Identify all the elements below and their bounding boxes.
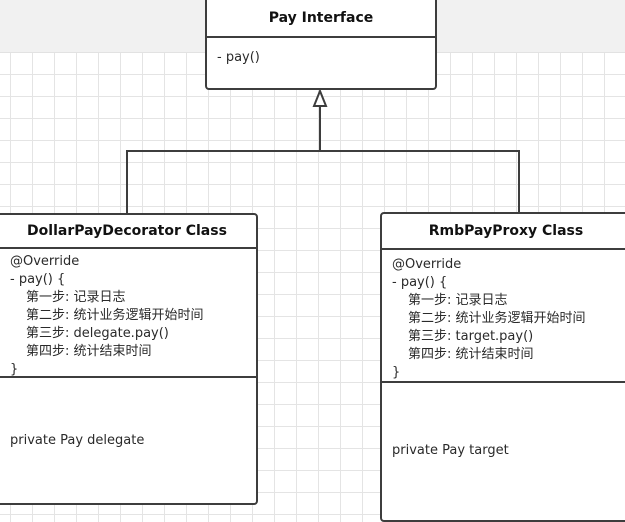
step-line: 第四步: 统计结束时间 [408, 347, 534, 362]
method-close-line: } [10, 362, 19, 377]
pay-interface-box[interactable]: Pay Interface - pay() [205, 0, 437, 90]
edge-proxy-to-interface[interactable] [320, 150, 520, 213]
method-line: - pay() [217, 50, 260, 65]
rmb-pay-proxy-title: RmbPayProxy Class [382, 214, 625, 250]
step-line: 第一步: 记录日志 [408, 293, 508, 308]
edge-decorator-to-interface[interactable] [126, 107, 321, 214]
rmb-pay-proxy-attributes: private Pay target [382, 383, 625, 517]
rmb-pay-proxy-methods: @Override - pay() { 第一步: 记录日志 第二步: 统计业务逻… [382, 250, 625, 383]
step-line: 第三步: target.pay() [408, 329, 534, 344]
step-line: 第二步: 统计业务逻辑开始时间 [408, 311, 586, 326]
dollar-pay-decorator-attributes: private Pay delegate [0, 378, 256, 503]
dollar-pay-decorator-title: DollarPayDecorator Class [0, 215, 256, 249]
method-signature-line: - pay() { [10, 272, 66, 287]
attribute-line: private Pay delegate [10, 433, 145, 448]
pay-interface-methods: - pay() [207, 38, 435, 67]
inheritance-arrowhead [312, 88, 328, 107]
annotation-line: @Override [10, 254, 80, 269]
step-line: 第四步: 统计结束时间 [26, 344, 152, 359]
rmb-pay-proxy-box[interactable]: RmbPayProxy Class @Override - pay() { 第一… [380, 212, 625, 522]
step-line: 第一步: 记录日志 [26, 290, 126, 305]
method-signature-line: - pay() { [392, 275, 448, 290]
step-line: 第二步: 统计业务逻辑开始时间 [26, 308, 204, 323]
step-line: 第三步: delegate.pay() [26, 326, 169, 341]
dollar-pay-decorator-box[interactable]: DollarPayDecorator Class @Override - pay… [0, 213, 258, 505]
dollar-pay-decorator-methods: @Override - pay() { 第一步: 记录日志 第二步: 统计业务逻… [0, 249, 256, 378]
pay-interface-title: Pay Interface [207, 0, 435, 38]
method-close-line: } [392, 365, 401, 380]
annotation-line: @Override [392, 257, 462, 272]
attribute-line: private Pay target [392, 442, 509, 458]
